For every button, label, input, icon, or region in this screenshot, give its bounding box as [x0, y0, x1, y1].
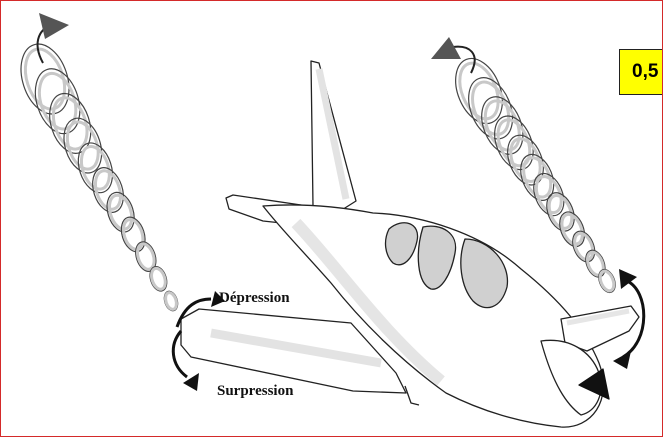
- surpression-label: Surpression: [217, 383, 293, 400]
- vortex-coil: [558, 211, 586, 246]
- right-wingtip-arrowhead-bottom-icon: [613, 351, 631, 369]
- vortex-coil: [164, 291, 179, 310]
- depression-label: Dépression: [219, 290, 290, 307]
- vortex-coil: [571, 231, 596, 263]
- right-vortex-top-arrowhead-icon: [431, 37, 461, 59]
- score-badge: 0,5: [619, 49, 663, 95]
- vortex-coil: [584, 250, 606, 277]
- left-wingtip-vortex: [13, 38, 180, 313]
- left-vortex-top-arrowhead-icon: [39, 13, 69, 39]
- vortex-coil: [149, 267, 168, 291]
- left-wing-flap-hinge: [405, 386, 419, 405]
- vortex-coil: [598, 269, 617, 293]
